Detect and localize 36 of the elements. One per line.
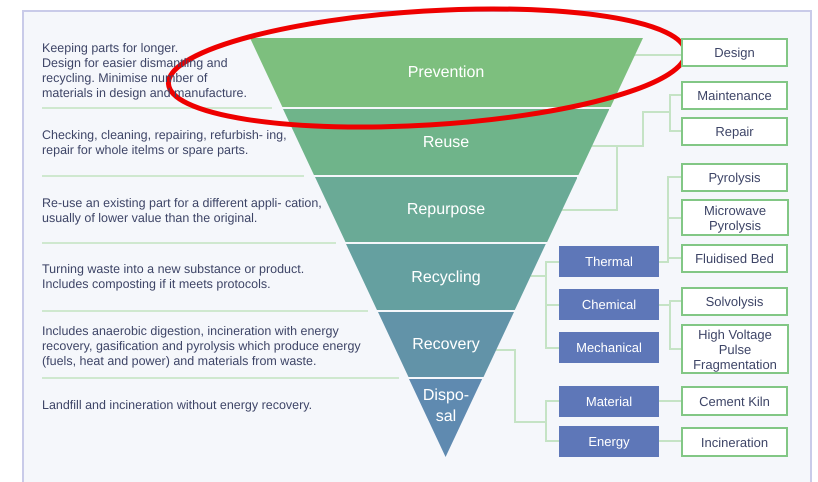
tier-description: Turning waste into a new substance or product. Includes composting if it meets protocols. <box>42 262 306 292</box>
tier-label: Repurpose <box>406 200 486 220</box>
funnel-tier <box>378 312 514 377</box>
method-box: High Voltage Pulse Fragmentation <box>681 324 789 374</box>
method-box: Design <box>681 38 788 67</box>
connector-line <box>659 440 681 442</box>
tier-description: Keeping parts for longer. <box>42 41 180 56</box>
connector-line <box>659 304 681 350</box>
category-box: Mechanical <box>559 332 659 363</box>
tier-description: Includes anaerobic digestion, incineration with energy recovery, gasification and pyrolysis which produce energy (fuels, heat and power) and materials from waste. <box>42 324 362 369</box>
tier-label: Recovery <box>412 335 480 355</box>
method-box: Cement Kiln <box>681 386 788 416</box>
funnel-tier <box>250 38 642 107</box>
tier-description: Re-use an existing part for a different appli- cation, usually of lower value than the original. <box>42 196 323 226</box>
connector-line <box>659 400 681 402</box>
category-box: Thermal <box>559 246 659 277</box>
funnel-tier <box>409 379 483 457</box>
funnel-tier <box>346 244 546 310</box>
category-box: Chemical <box>559 289 659 320</box>
method-box: Solvolysis <box>681 287 788 316</box>
method-box: Repair <box>681 117 788 146</box>
tier-label: Prevention <box>408 63 484 83</box>
tier-label: Reuse <box>422 132 470 152</box>
tier-description: Checking, cleaning, repairing, refurbish- ing, repair for whole itelms or spare parts. <box>42 128 288 158</box>
category-box: Material <box>559 386 659 417</box>
tier-label: Recycling <box>411 268 481 288</box>
connector-line <box>659 257 681 263</box>
connector-line <box>634 54 681 56</box>
category-box: Energy <box>559 426 659 457</box>
method-box: Microwave Pyrolysis <box>681 199 789 236</box>
method-box: Incineration <box>681 427 788 457</box>
tier-description: Landfill and incineration without energy recovery. <box>42 398 314 413</box>
method-box: Pyrolysis <box>681 163 788 192</box>
tier-label: Dispo- sal <box>422 386 470 427</box>
method-box: Maintenance <box>681 81 788 110</box>
method-box: Fluidised Bed <box>681 244 788 273</box>
